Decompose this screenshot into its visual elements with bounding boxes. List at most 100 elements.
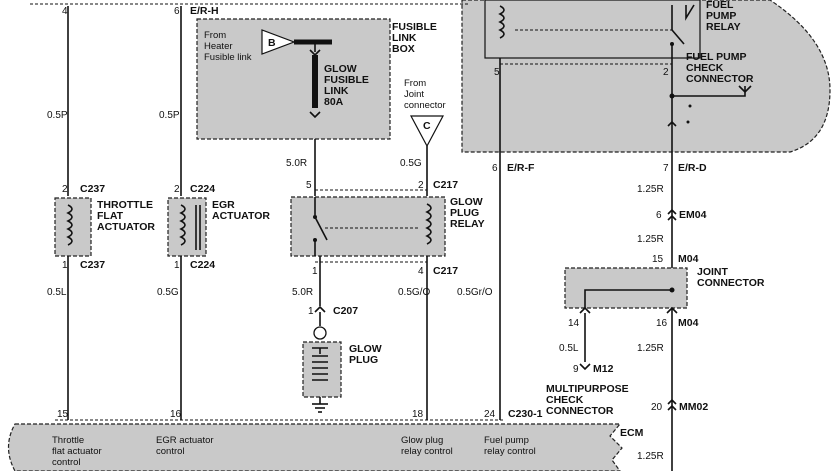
- fusible-link-box-title-2: LINK: [392, 32, 417, 44]
- c207-label: C207: [333, 305, 358, 317]
- c217-top-pin2: 2: [418, 180, 424, 191]
- connector-er-h: E/R-H: [190, 5, 219, 17]
- m04b-pin14: 14: [568, 318, 580, 329]
- wire-size-125r-c: 1.25R: [637, 343, 664, 354]
- egr-ctrl-1: EGR actuator: [156, 435, 214, 446]
- multipurpose-label-3: CONNECTOR: [546, 405, 614, 417]
- wire-size-125r-d: 1.25R: [637, 451, 664, 462]
- m12-pin: 9: [573, 364, 579, 375]
- fpr-pin2: 2: [663, 67, 669, 78]
- from-heater-3: Fusible link: [204, 52, 252, 63]
- c217-top-label: C217: [433, 179, 458, 191]
- fuel-pump-check-3: CONNECTOR: [686, 73, 754, 85]
- wire-size-05g-b: 0.5G: [157, 287, 179, 298]
- wire-size-50r: 5.0R: [286, 158, 307, 169]
- pin-7-er-d: 7: [663, 163, 669, 174]
- c-label: C: [423, 120, 431, 132]
- multipurpose-label-1: MULTIPURPOSE: [546, 383, 629, 395]
- from-heater-1: From: [204, 30, 226, 41]
- ecm-pin-18: 18: [412, 409, 424, 420]
- fusible-link-box-area: [196, 18, 391, 140]
- mm02-label: MM02: [679, 401, 708, 413]
- egr-ctrl-2: control: [156, 446, 185, 457]
- m04-label: M04: [678, 253, 699, 265]
- ecm-pin-24: 24: [484, 409, 496, 420]
- m04-pin: 15: [652, 254, 664, 265]
- ecm-connector-c230-1: C230-1: [508, 408, 543, 420]
- b-label: B: [268, 37, 276, 49]
- glow-fusible-1: GLOW: [324, 63, 357, 75]
- mm02-pin: 20: [651, 402, 663, 413]
- glow-relay-label-3: RELAY: [450, 218, 485, 230]
- fusible-link-box-title-1: FUSIBLE: [392, 21, 437, 33]
- joint-connector-box: [564, 267, 688, 309]
- from-joint-3: connector: [404, 100, 446, 111]
- wire-size-05p-a: 0.5P: [47, 110, 68, 121]
- wire-size-50r-b: 5.0R: [292, 287, 313, 298]
- c237-bot-label: C237: [80, 259, 105, 271]
- egr-actuator-label-2: ACTUATOR: [212, 210, 270, 222]
- glow-fusible-4: 80A: [324, 96, 344, 108]
- c224-bot-label: C224: [190, 259, 215, 271]
- glow-relay-label-1: GLOW: [450, 196, 483, 208]
- glow-plug-box: [302, 341, 342, 398]
- c217-bot-pin1: 1: [312, 266, 318, 277]
- fuel-pump-check-1: FUEL PUMP: [686, 51, 746, 63]
- ecm-label: ECM: [620, 427, 644, 439]
- ecm-pin-16: 16: [170, 409, 182, 420]
- m12-label: M12: [593, 363, 614, 375]
- fuel-pump-relay-label-3: RELAY: [706, 21, 741, 33]
- egr-actuator-label-1: EGR: [212, 199, 235, 211]
- throttle-ctrl-2: flat actuator: [52, 446, 102, 457]
- ecm-area: [7, 423, 623, 471]
- connector-er-d: E/R-D: [678, 162, 707, 174]
- glow-plug-label-2: PLUG: [349, 354, 378, 366]
- fuel-pump-relay-label-1: FUEL: [706, 0, 734, 11]
- c224-top-label: C224: [190, 183, 215, 195]
- wire-size-05p-b: 0.5P: [159, 110, 180, 121]
- pin-6-top: 6: [174, 6, 180, 17]
- c-arrow-triangle: [410, 115, 444, 148]
- throttle-ctrl-3: control: [52, 457, 81, 468]
- multipurpose-label-2: CHECK: [546, 394, 584, 406]
- joint-connector-label-2: CONNECTOR: [697, 277, 765, 289]
- glow-relay-label-2: PLUG: [450, 207, 479, 219]
- wire-size-05gro: 0.5Gr/O: [457, 287, 493, 298]
- em04-pin: 6: [656, 210, 662, 221]
- throttle-ctrl-1: Throttle: [52, 435, 84, 446]
- wire-size-05l-b: 0.5L: [559, 343, 579, 354]
- throttle-actuator-label-2: FLAT: [97, 210, 124, 222]
- ecm-pin-15: 15: [57, 409, 69, 420]
- fuel-ctrl-2: relay control: [484, 446, 536, 457]
- fuel-pump-relay-box: [484, 0, 701, 59]
- from-joint-1: From: [404, 78, 426, 89]
- wire-size-05g: 0.5G: [400, 158, 422, 169]
- glow-ctrl-2: relay control: [401, 446, 453, 457]
- wire-size-05go: 0.5G/O: [398, 287, 430, 298]
- c217-bot-label: C217: [433, 265, 458, 277]
- from-joint-2: Joint: [404, 89, 424, 100]
- fusible-link-box-title-3: BOX: [392, 43, 415, 55]
- pin-6-er-f: 6: [492, 163, 498, 174]
- glow-ctrl-1: Glow plug: [401, 435, 443, 446]
- fuel-ctrl-1: Fuel pump: [484, 435, 529, 446]
- throttle-actuator-label-3: ACTUATOR: [97, 221, 155, 233]
- glow-plug-relay-box: [290, 196, 446, 257]
- c224-top-pin: 2: [174, 184, 180, 195]
- c224-bot-pin: 1: [174, 260, 180, 271]
- b-arrow-triangle: [261, 29, 296, 55]
- c207-pin: 1: [308, 306, 314, 317]
- fuel-pump-check-2: CHECK: [686, 62, 724, 74]
- c237-bot-pin: 1: [62, 260, 68, 271]
- m04b-label: M04: [678, 317, 699, 329]
- glow-plug-label-1: GLOW: [349, 343, 382, 355]
- wire-size-125r-b: 1.25R: [637, 234, 664, 245]
- c237-top-label: C237: [80, 183, 105, 195]
- fpr-pin5: 5: [494, 67, 500, 78]
- wire-size-05l: 0.5L: [47, 287, 67, 298]
- pin-4-top: 4: [62, 6, 68, 17]
- glow-fusible-2: FUSIBLE: [324, 74, 369, 86]
- c217-top-pin5: 5: [306, 180, 312, 191]
- throttle-actuator-box: [54, 197, 92, 257]
